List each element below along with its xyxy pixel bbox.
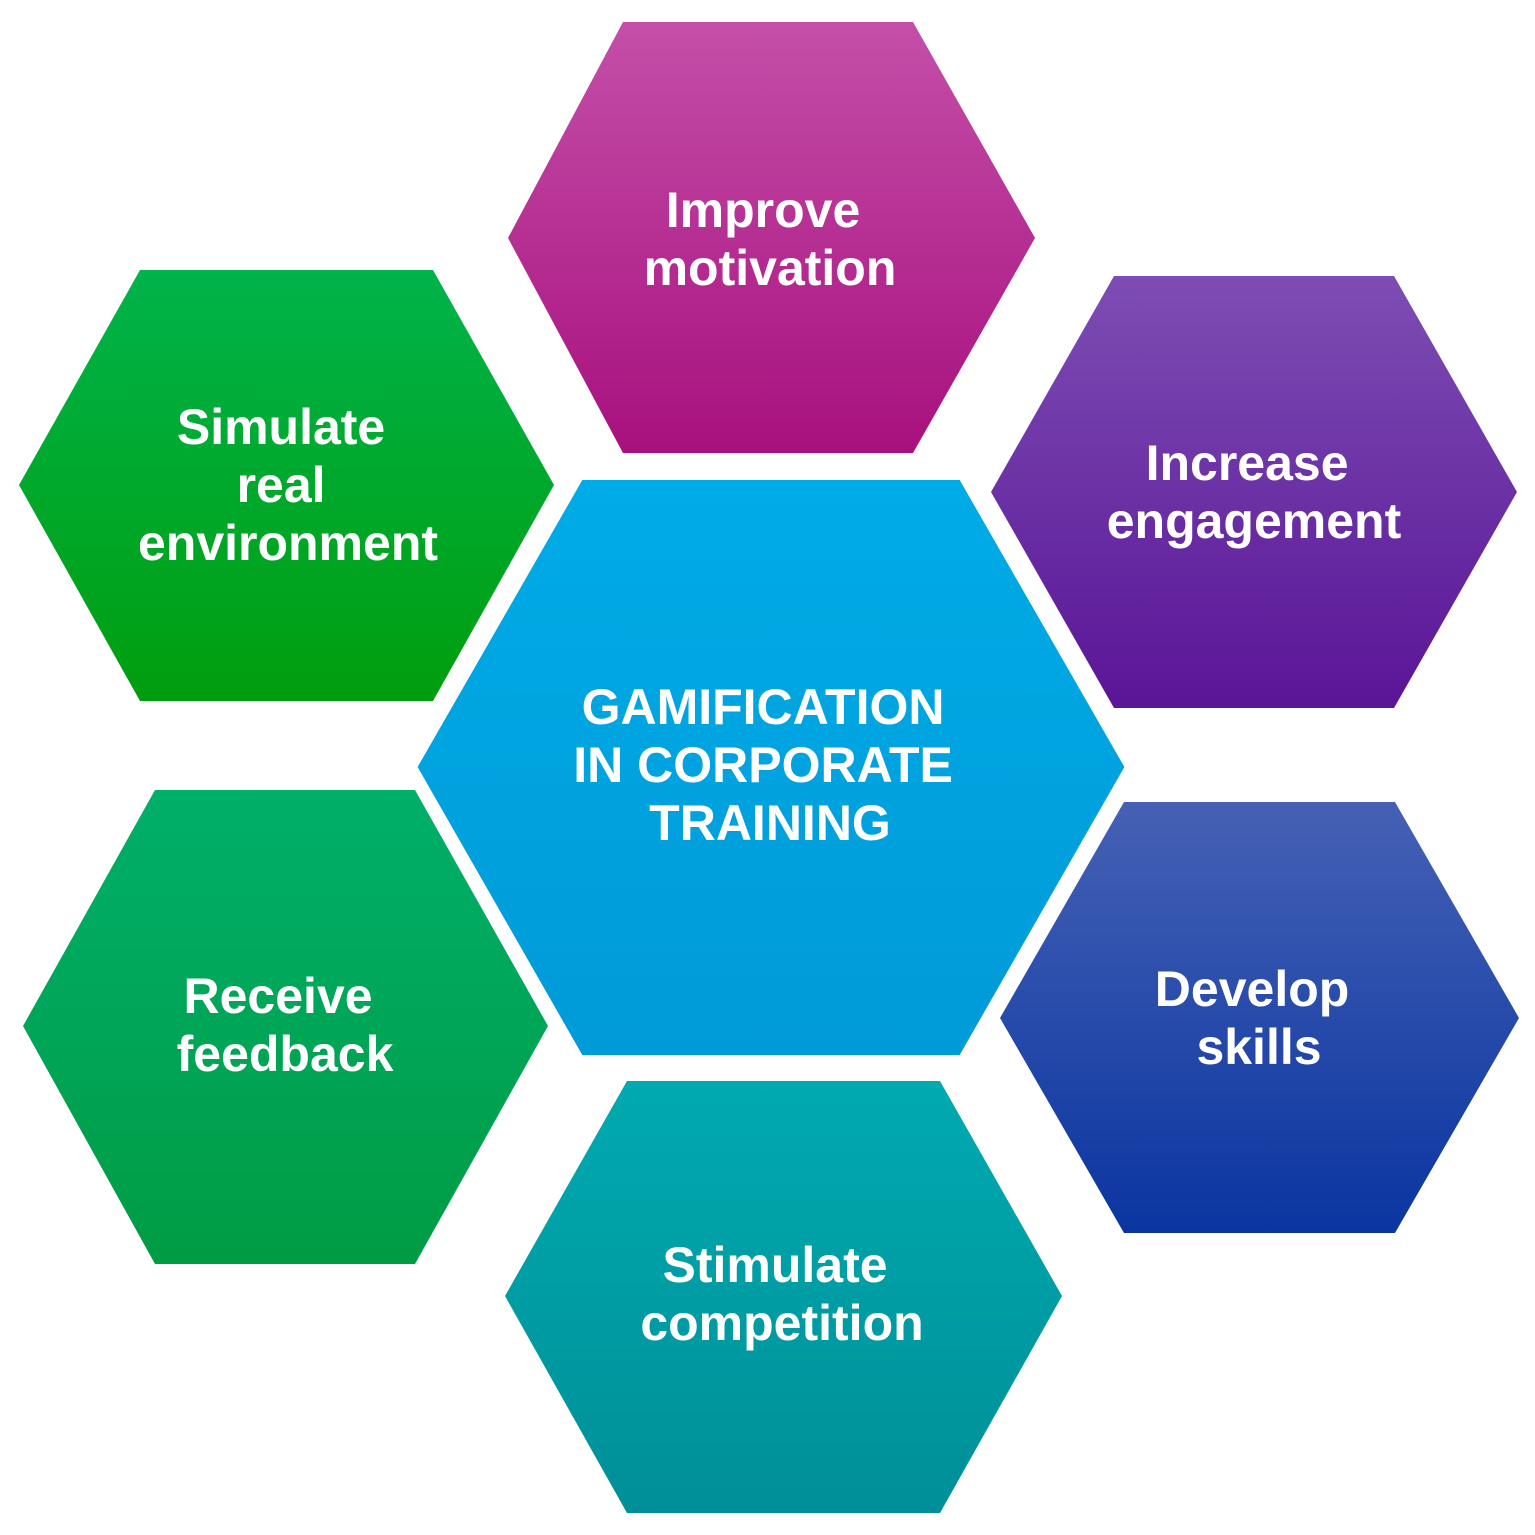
hexagon-label: Simulate real environment <box>138 399 438 571</box>
hexagon-label: Increase engagement <box>1107 435 1402 549</box>
hexagon-shape <box>1000 802 1519 1233</box>
hexagon-shape <box>991 276 1517 708</box>
hexagon-improve-motivation: Improve motivation <box>508 22 1035 453</box>
hexagon-shape <box>23 790 548 1264</box>
hexagon-stimulate-competition: Stimulate competition <box>505 1081 1062 1513</box>
hexagon-label: Receive feedback <box>177 968 394 1082</box>
hexagon-label: Improve motivation <box>644 182 897 296</box>
hexagon-receive-feedback: Receive feedback <box>23 790 548 1264</box>
center-hexagon-shape <box>408 472 1134 1063</box>
hexagon-label: Stimulate competition <box>640 1237 923 1351</box>
hexagon-shape <box>505 1081 1062 1513</box>
center-title: GAMIFICATION IN CORPORATE TRAINING <box>573 679 967 851</box>
hexagon-increase-engagement: Increase engagement <box>991 276 1517 708</box>
hexagon-simulate-real-environment: Simulate real environment <box>19 270 554 701</box>
hexagon-center: GAMIFICATION IN CORPORATE TRAINING <box>408 472 1134 1063</box>
hexagon-shape <box>19 270 554 701</box>
hexagon-label: Develop skills <box>1155 961 1363 1075</box>
hexagon-shape <box>508 22 1035 453</box>
hexagon-develop-skills: Develop skills <box>1000 802 1519 1233</box>
